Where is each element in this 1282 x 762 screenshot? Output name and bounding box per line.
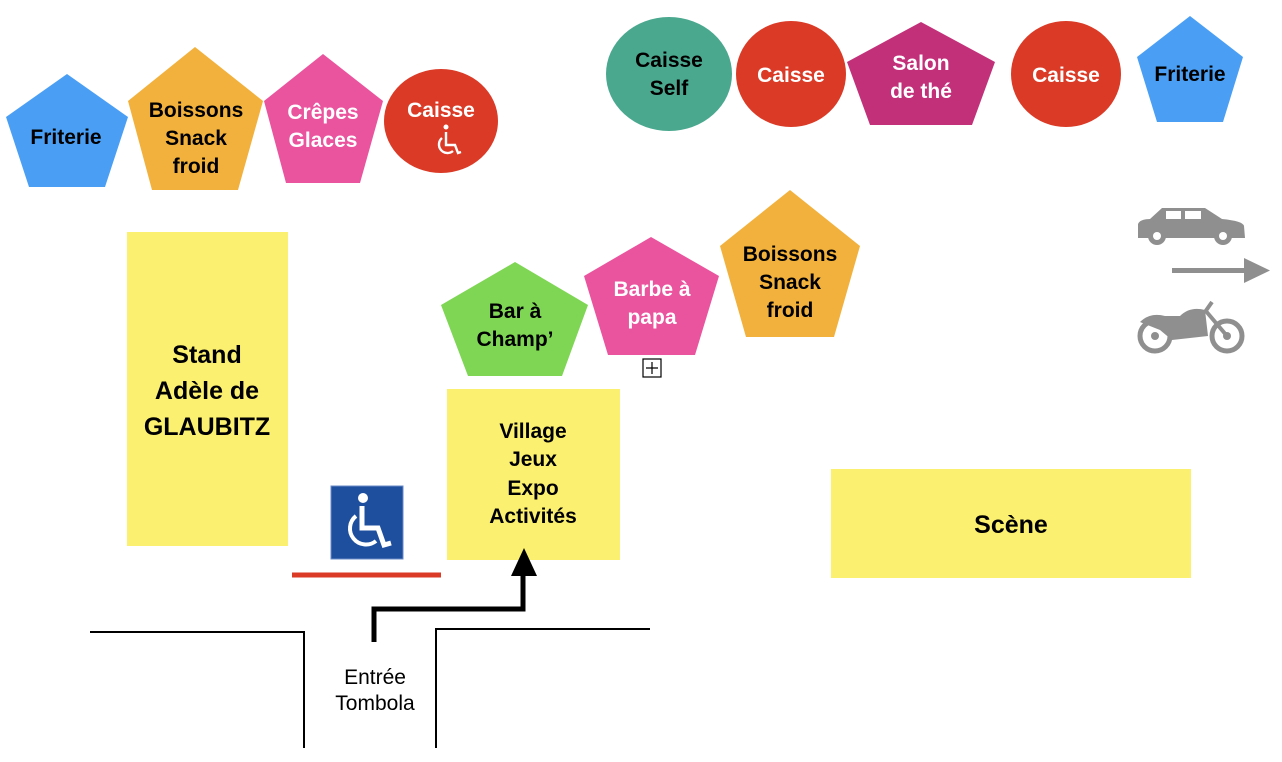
svg-text:Caisse: Caisse [1032,64,1100,87]
car-icon [1138,208,1245,245]
svg-text:Caisse: Caisse [757,64,825,87]
area-scene: Scène [831,469,1191,578]
stall-friterie-right: Friterie [1137,16,1243,122]
caisse-center: Caisse [736,21,846,127]
wheelchair-icon [330,485,404,560]
wheelchair-icon [437,124,462,155]
caisse-right: Caisse [1011,21,1121,127]
caisse-accessible: Caisse [384,69,498,173]
path-arrow [371,548,537,642]
arrow-right-icon [1172,258,1270,283]
svg-text:Scène: Scène [974,511,1048,539]
stall-friterie-left: Friterie [6,74,128,187]
motorcycle-icon [1137,300,1245,354]
plus-box-icon [642,358,662,378]
svg-text:Friterie: Friterie [30,126,101,149]
entrance-walls [90,628,650,748]
svg-text:Caisse: Caisse [407,99,475,122]
svg-text:Friterie: Friterie [1154,63,1225,86]
